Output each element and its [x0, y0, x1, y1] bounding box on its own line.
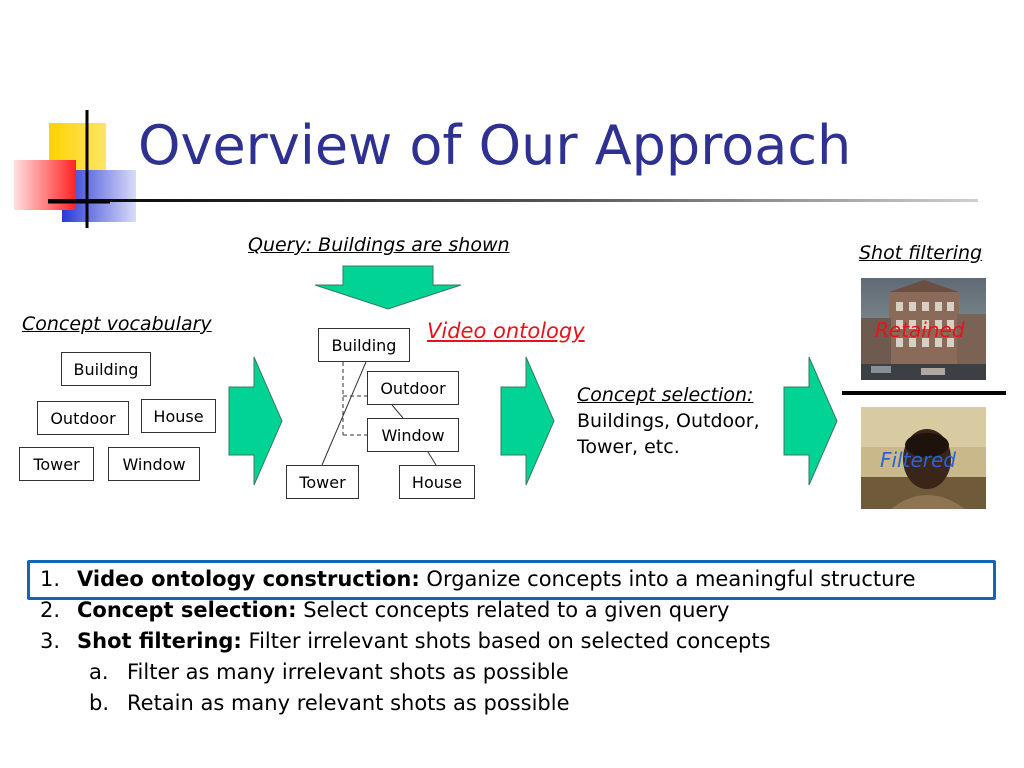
vocab-window: Window	[108, 447, 200, 481]
substep-item: a. Filter as many irrelevant shots as po…	[40, 657, 916, 688]
query-caption: Query: Buildings are shown	[248, 234, 510, 256]
substep-text: Filter as many irrelevant shots as possi…	[127, 660, 569, 684]
substep-letter: a.	[89, 660, 109, 684]
ontology-building: Building	[318, 328, 410, 362]
step-highlight-box	[27, 560, 996, 600]
step-number: 3.	[40, 629, 61, 653]
step-text: Organize concepts into a meaningful stru…	[419, 567, 916, 591]
step-item: 3. Shot filtering: Filter irrelevant sho…	[40, 626, 916, 657]
title-underline	[48, 199, 978, 202]
retained-shot-image	[861, 278, 986, 380]
step-text: Filter irrelevant shots based on selecte…	[241, 629, 771, 653]
substep-letter: b.	[89, 691, 110, 715]
filtering-caption: Shot filtering	[859, 242, 983, 264]
arrow-vocab-to-ontology	[228, 356, 283, 486]
vocab-outdoor: Outdoor	[37, 401, 129, 435]
selection-caption: Concept selection:	[577, 384, 754, 406]
step-item: 1. Video ontology construction: Organize…	[40, 564, 916, 595]
vocab-building: Building	[61, 352, 151, 386]
substep-item: b. Retain as many relevant shots as poss…	[40, 688, 916, 719]
steps-list: 1. Video ontology construction: Organize…	[40, 564, 916, 719]
step-item: 2. Concept selection: Select concepts re…	[40, 595, 916, 626]
selection-block: Concept selection: Buildings, Outdoor, T…	[577, 382, 760, 460]
filtered-shot-image	[861, 407, 986, 509]
step-text: Select concepts related to a given query	[296, 598, 730, 622]
slide-title: Overview of Our Approach	[138, 114, 852, 177]
ontology-outdoor: Outdoor	[367, 371, 459, 405]
vocabulary-caption: Concept vocabulary	[22, 313, 212, 335]
vocab-house: House	[141, 399, 216, 433]
ontology-caption: Video ontology	[427, 319, 585, 343]
substep-text: Retain as many relevant shots as possibl…	[127, 691, 570, 715]
step-heading: Concept selection:	[77, 598, 297, 622]
arrow-selection-to-filtering	[783, 356, 838, 486]
filtered-label: Filtered	[880, 448, 956, 472]
step-number: 1.	[40, 567, 61, 591]
selection-line-2: Tower, etc.	[577, 436, 680, 458]
step-heading: Video ontology construction:	[77, 567, 420, 591]
corner-decoration	[14, 110, 136, 228]
ontology-tower: Tower	[286, 465, 359, 499]
ontology-window: Window	[367, 418, 459, 452]
selection-line-1: Buildings, Outdoor,	[577, 410, 760, 432]
divider-line	[842, 391, 1006, 395]
step-number: 2.	[40, 598, 61, 622]
retained-label: Retained	[875, 318, 965, 342]
arrow-ontology-to-selection	[500, 356, 555, 486]
step-heading: Shot filtering:	[77, 629, 242, 653]
ontology-house: House	[399, 465, 475, 499]
vocab-tower: Tower	[19, 447, 94, 481]
query-arrow	[314, 265, 462, 310]
